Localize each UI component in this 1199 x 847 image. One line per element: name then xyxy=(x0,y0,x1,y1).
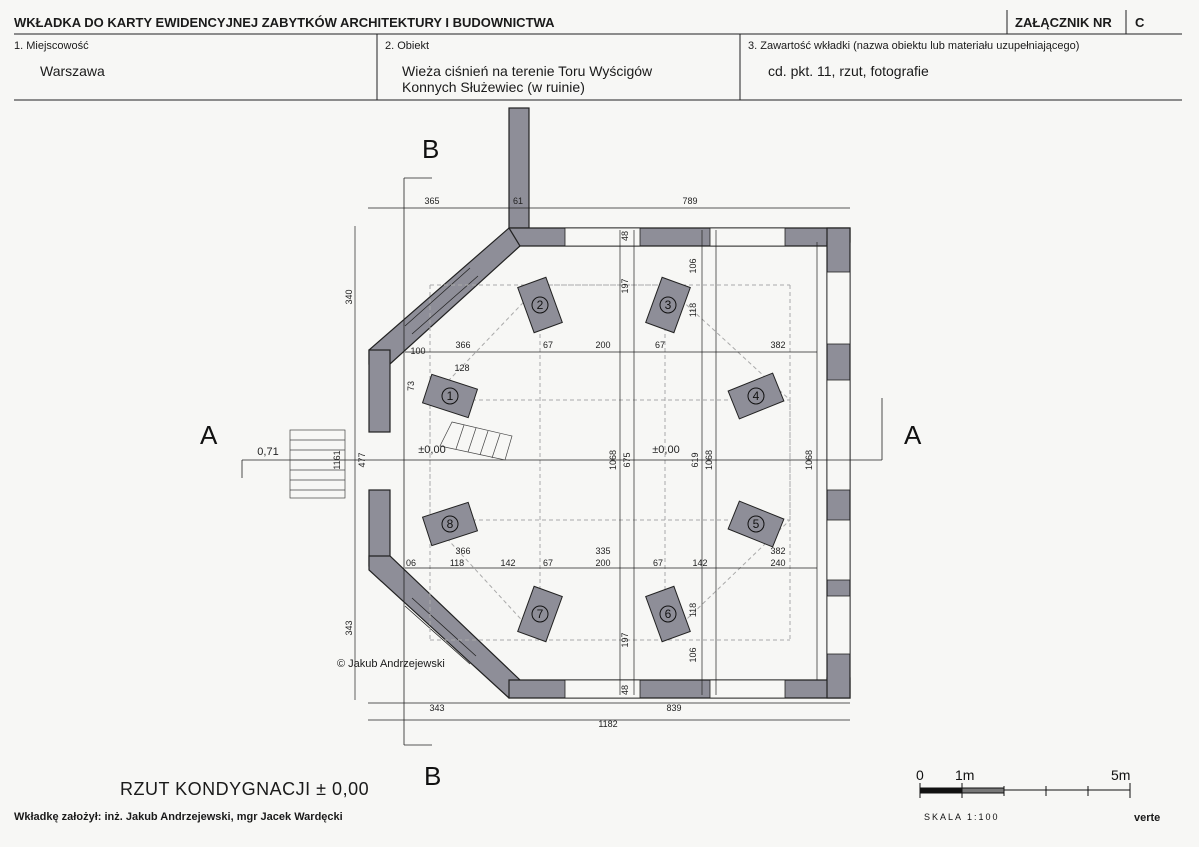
copyright-note: © Jakub Andrzejewski xyxy=(337,658,445,670)
dim-477: 477 xyxy=(357,452,367,467)
level-inside-2: ±0,00 xyxy=(652,444,679,456)
object-label: 2. Obiekt xyxy=(385,40,430,52)
column-2-label: 2 xyxy=(537,298,544,312)
dim-839: 839 xyxy=(666,703,681,713)
contents-label: 3. Zawartość wkładki (nazwa obiektu lub … xyxy=(748,40,1080,52)
scale-zero: 0 xyxy=(916,767,924,783)
dim-1161: 1161 xyxy=(332,450,342,469)
section-a-left: A xyxy=(200,420,218,450)
dim-118-h: 118 xyxy=(450,558,464,568)
dim-118-top: 118 xyxy=(688,303,698,317)
dim-365: 365 xyxy=(424,196,439,206)
dim-343-left: 343 xyxy=(344,620,354,635)
dim-343-bottom: 343 xyxy=(429,703,444,713)
authors-line: Wkładkę założył: inż. Jakub Andrzejewski… xyxy=(14,811,343,823)
dim-1068-b: 1068 xyxy=(704,450,714,470)
drawing-title: RZUT KONDYGNACJI ± 0,00 xyxy=(120,779,370,799)
dim-128: 128 xyxy=(454,363,469,373)
dim-118-bot: 118 xyxy=(688,603,698,617)
object-value: Wieża ciśnień na terenie Toru Wyścigów K… xyxy=(402,63,652,95)
columns xyxy=(421,276,785,643)
dim-200-top: 200 xyxy=(595,340,610,350)
dim-675: 675 xyxy=(622,452,632,467)
dim-106-bot: 106 xyxy=(688,647,698,662)
dim-340: 340 xyxy=(344,289,354,304)
dim-61: 61 xyxy=(513,196,523,206)
dim-197-top: 197 xyxy=(620,278,630,293)
locality-label: 1. Miejscowość xyxy=(14,40,89,52)
column-6-label: 6 xyxy=(665,607,672,621)
section-a-right: A xyxy=(904,420,922,450)
locality-value: Warszawa xyxy=(40,63,105,79)
dim-197-bot: 197 xyxy=(620,632,630,647)
object-value-line2: Konnych Służewiec (w ruinie) xyxy=(402,79,585,95)
windows xyxy=(564,227,851,699)
dim-1182: 1182 xyxy=(598,719,617,729)
diagonal-windows xyxy=(404,267,479,665)
column-8-label: 8 xyxy=(447,517,454,531)
dim-06: 06 xyxy=(406,558,416,568)
chimney-pipe xyxy=(508,107,530,229)
scale-bar xyxy=(919,783,1131,798)
scale-5m: 5m xyxy=(1111,767,1130,783)
section-b-top: B xyxy=(422,134,439,164)
column-7-label: 7 xyxy=(537,607,544,621)
dim-67-top-b: 67 xyxy=(655,340,665,350)
dimension-lines xyxy=(354,207,850,721)
scale-1m: 1m xyxy=(955,767,974,783)
dim-67-bot-a: 67 xyxy=(543,558,553,568)
column-5-label: 5 xyxy=(753,517,760,531)
card-title: WKŁADKA DO KARTY EWIDENCYJNEJ ZABYTKÓW A… xyxy=(14,15,555,30)
stairs xyxy=(289,421,513,499)
column-3-label: 3 xyxy=(665,298,672,312)
dim-1068-c: 1068 xyxy=(804,450,814,470)
dim-200-bot: 200 xyxy=(595,558,610,568)
section-lines xyxy=(241,177,883,746)
scale-label: SKALA 1:100 xyxy=(924,812,1000,822)
dim-100: 100 xyxy=(410,346,425,356)
verte-note: verte xyxy=(1134,812,1161,824)
dim-142-a: 142 xyxy=(500,558,515,568)
attachment-label: ZAŁĄCZNIK NR xyxy=(1015,15,1112,30)
column-4-label: 4 xyxy=(753,389,760,403)
dim-382-bottom: 382 xyxy=(770,546,785,556)
dim-48-bot: 48 xyxy=(620,685,630,695)
column-labels: 1 2 3 4 5 6 7 8 xyxy=(441,296,765,623)
dim-67-top-a: 67 xyxy=(543,340,553,350)
level-outside: 0,71 xyxy=(257,446,278,458)
header-frame xyxy=(14,10,1182,101)
dim-789: 789 xyxy=(682,196,697,206)
dim-1068-a: 1068 xyxy=(608,450,618,470)
contents-value: cd. pkt. 11, rzut, fotografie xyxy=(768,63,929,79)
attachment-value: C xyxy=(1135,15,1145,30)
object-value-line1: Wieża ciśnień na terenie Toru Wyścigów xyxy=(402,63,653,79)
dim-335: 335 xyxy=(595,546,610,556)
dim-366-top: 366 xyxy=(455,340,470,350)
level-inside: ±0,00 xyxy=(418,444,445,456)
dim-619: 619 xyxy=(690,452,700,467)
dim-67-bot-b: 67 xyxy=(653,558,663,568)
dim-366-bottom: 366 xyxy=(455,546,470,556)
dim-106-top: 106 xyxy=(688,258,698,273)
dim-382-top: 382 xyxy=(770,340,785,350)
dim-73: 73 xyxy=(406,381,416,391)
dim-48-top: 48 xyxy=(620,231,630,241)
dim-240: 240 xyxy=(770,558,785,568)
dim-142-b: 142 xyxy=(692,558,707,568)
section-b-bottom: B xyxy=(424,761,441,791)
column-1-label: 1 xyxy=(447,389,454,403)
